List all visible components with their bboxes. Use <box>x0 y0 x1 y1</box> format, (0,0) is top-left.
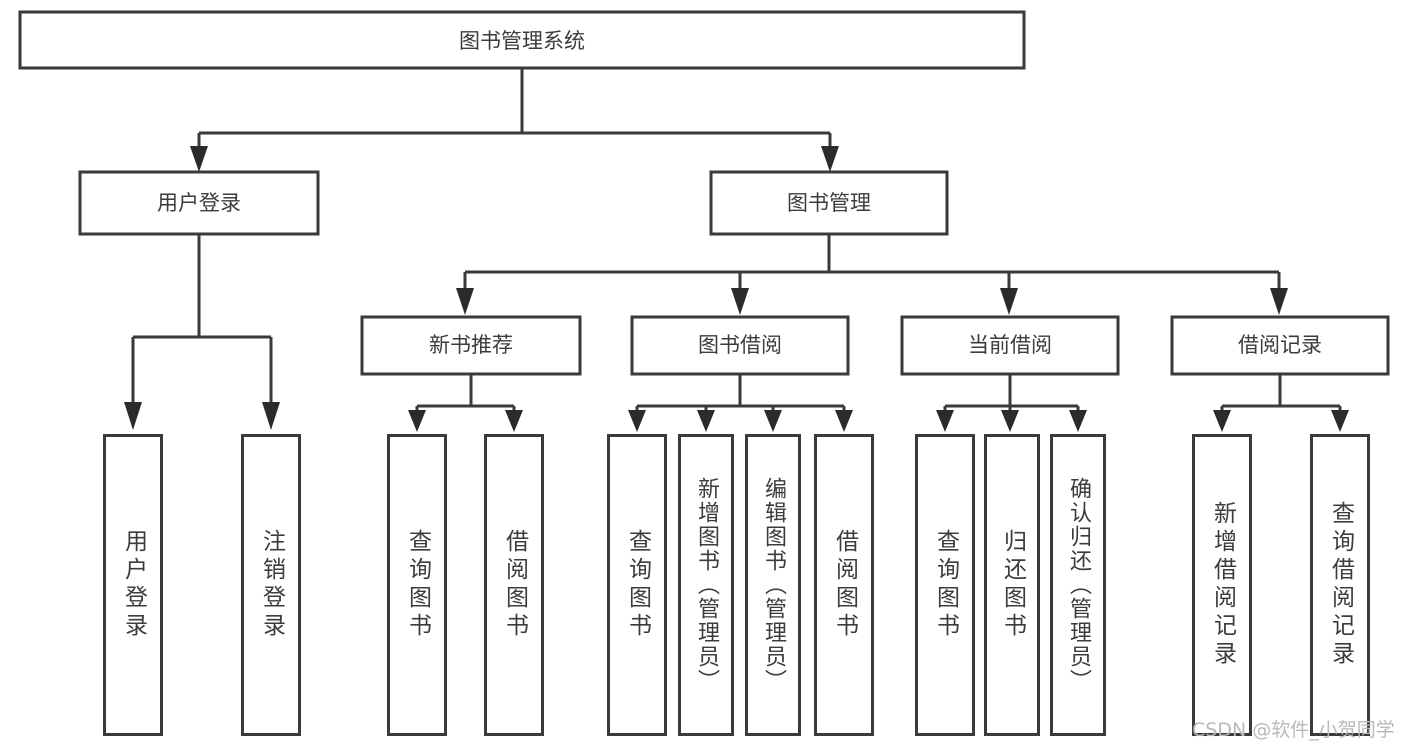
node-root[interactable]: 图书管理系统 <box>18 10 1026 70</box>
book-manage-label: 图书管理 <box>787 191 871 215</box>
root-box[interactable] <box>18 10 1026 70</box>
root-label: 图书管理系统 <box>459 29 585 53</box>
new-book-recommend-box[interactable] <box>360 315 582 376</box>
arrow-to-leaf-add-book-admin <box>697 410 715 432</box>
book-borrow-label: 图书借阅 <box>698 333 782 357</box>
leaf-query-book-1[interactable]: 查询图书 <box>387 434 447 736</box>
leaf-query-book-2[interactable]: 查询图书 <box>607 434 667 736</box>
leaf-logout[interactable]: 注销登录 <box>241 434 301 736</box>
book-borrow-box[interactable] <box>630 315 850 376</box>
arrow-to-leaf-query-book-2 <box>628 410 646 432</box>
node-book-borrow[interactable]: 图书借阅 <box>630 315 850 376</box>
leaf-borrow-book-2[interactable]: 借阅图书 <box>814 434 874 736</box>
leaf-borrow-book-1[interactable]: 借阅图书 <box>484 434 544 736</box>
connector-new-book-recommend-to-leaves <box>408 374 523 432</box>
arrow-to-user-login <box>190 146 208 172</box>
arrow-to-leaf-query-book-3 <box>936 410 954 432</box>
leaf-return-book[interactable]: 归还图书 <box>984 434 1040 736</box>
leaf-query-book-3[interactable]: 查询图书 <box>915 434 975 736</box>
leaf-query-borrow-record[interactable]: 查询借阅记录 <box>1310 434 1370 736</box>
arrow-to-leaf-borrow-book-1 <box>505 410 523 432</box>
connector-current-borrow-to-leaves <box>936 374 1087 432</box>
arrow-to-leaf-borrow-book-2 <box>835 410 853 432</box>
arrow-to-leaf-add-borrow-record <box>1213 410 1231 432</box>
node-current-borrow[interactable]: 当前借阅 <box>900 315 1120 376</box>
leaf-query-book-3-label: 查询图书 <box>932 529 959 641</box>
leaf-confirm-return-admin-label: 确认归还（管理员） <box>1066 477 1091 693</box>
leaf-confirm-return-admin[interactable]: 确认归还（管理员） <box>1050 434 1106 736</box>
leaf-user-login-label: 用户登录 <box>120 529 147 641</box>
connector-root-to-level2 <box>190 68 839 172</box>
leaf-borrow-book-2-label: 借阅图书 <box>831 529 858 641</box>
leaf-logout-label: 注销登录 <box>258 529 285 641</box>
arrow-to-leaf-user-login <box>124 402 142 430</box>
arrow-to-leaf-query-borrow-record <box>1331 410 1349 432</box>
connector-user-login-to-leaves <box>124 234 280 430</box>
arrow-to-book-manage <box>821 146 839 172</box>
leaf-edit-book-admin[interactable]: 编辑图书（管理员） <box>745 434 801 736</box>
node-user-login[interactable]: 用户登录 <box>78 170 320 236</box>
connector-borrow-record-to-leaves <box>1213 374 1349 432</box>
borrow-record-label: 借阅记录 <box>1238 333 1322 357</box>
leaf-query-borrow-record-label: 查询借阅记录 <box>1327 501 1354 669</box>
arrow-to-new-book-recommend <box>456 288 474 315</box>
leaf-add-book-admin-label: 新增图书（管理员） <box>694 477 719 693</box>
leaf-add-borrow-record[interactable]: 新增借阅记录 <box>1192 434 1252 736</box>
leaf-user-login[interactable]: 用户登录 <box>103 434 163 736</box>
node-book-manage[interactable]: 图书管理 <box>709 170 949 236</box>
connector-book-borrow-to-leaves <box>628 374 853 432</box>
leaf-query-book-1-label: 查询图书 <box>404 529 431 641</box>
leaf-return-book-label: 归还图书 <box>999 529 1026 641</box>
leaf-add-book-admin[interactable]: 新增图书（管理员） <box>678 434 734 736</box>
arrow-to-leaf-query-book-1 <box>408 410 426 432</box>
node-new-book-recommend[interactable]: 新书推荐 <box>360 315 582 376</box>
arrow-to-leaf-logout <box>262 402 280 430</box>
arrow-to-leaf-edit-book-admin <box>764 410 782 432</box>
arrow-to-leaf-return-book <box>1001 410 1019 432</box>
new-book-recommend-label: 新书推荐 <box>429 333 513 357</box>
arrow-to-current-borrow <box>1000 288 1018 315</box>
leaf-query-book-2-label: 查询图书 <box>624 529 651 641</box>
connector-book-manage-to-level3 <box>456 234 1288 315</box>
arrow-to-borrow-record <box>1270 288 1288 315</box>
leaf-borrow-book-1-label: 借阅图书 <box>501 529 528 641</box>
arrow-to-book-borrow <box>731 288 749 315</box>
current-borrow-label: 当前借阅 <box>968 333 1052 357</box>
user-login-label: 用户登录 <box>157 191 241 215</box>
leaf-add-borrow-record-label: 新增借阅记录 <box>1209 501 1236 669</box>
arrow-to-leaf-confirm-return-admin <box>1069 410 1087 432</box>
leaf-edit-book-admin-label: 编辑图书（管理员） <box>761 477 786 693</box>
current-borrow-box[interactable] <box>900 315 1120 376</box>
node-borrow-record[interactable]: 借阅记录 <box>1170 315 1390 376</box>
